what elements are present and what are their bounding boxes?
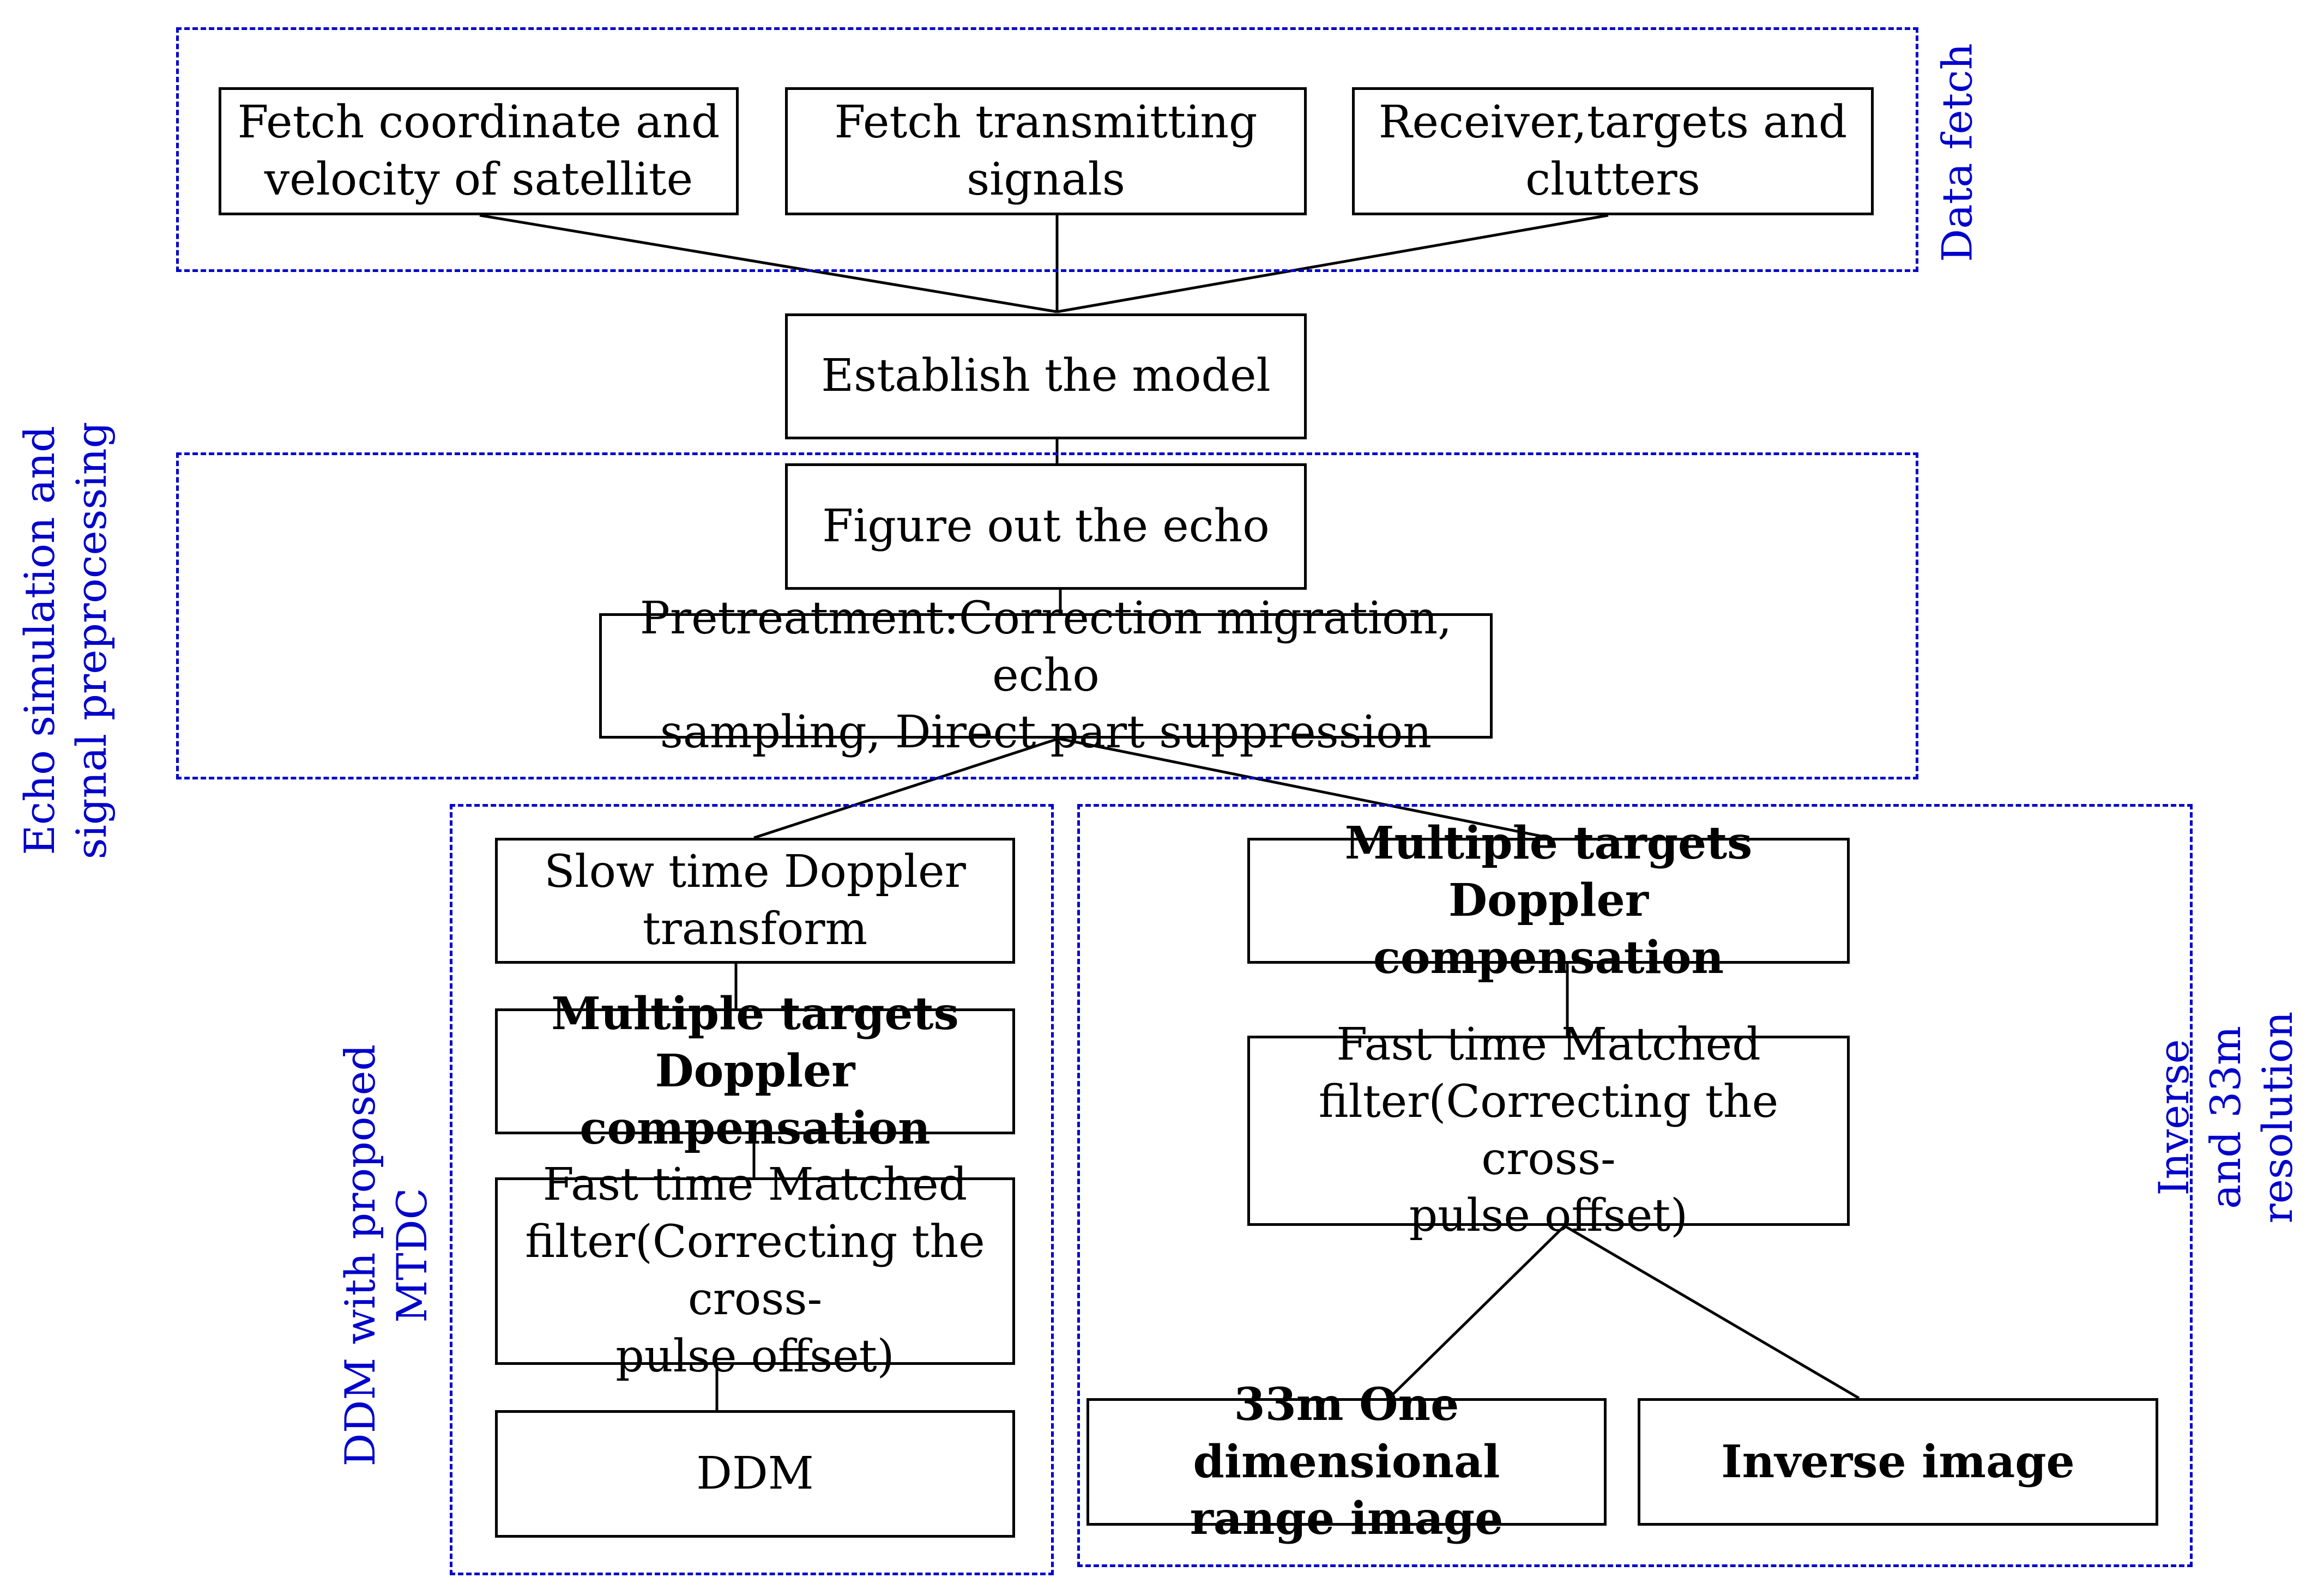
mtdc-right-box: Multiple targets Doppler compensation <box>1247 817 1850 984</box>
inverse-group-label: Inverse and 33m resolution methods <box>2150 1011 2306 1224</box>
data-fetch-label: Data fetch <box>1933 43 1982 262</box>
inverse-image-box: Inverse image <box>1638 1398 2158 1526</box>
fetch-signals-box: Fetch transmitting signals <box>785 87 1307 215</box>
group-ddm <box>450 804 1054 1575</box>
slow-time-doppler-box: Slow time Doppler transform <box>495 838 1015 964</box>
fetch-coordinate-box: Fetch coordinate and velocity of satelli… <box>219 87 739 215</box>
group-data-fetch <box>176 27 1918 272</box>
connector-receiver-to-model <box>1057 214 1609 313</box>
connector-coord-to-model <box>479 214 1058 313</box>
range-image-box: 33m One dimensional range image <box>1086 1379 1607 1545</box>
ddm-group-label: DDM with proposed MTDC <box>336 1044 436 1467</box>
connector-matched-to-range <box>1388 1225 1566 1399</box>
mtdc-left-box: Multiple targets Doppler compensation <box>495 988 1015 1154</box>
figure-echo-box: Figure out the echo <box>785 463 1307 590</box>
group-echo-simulation <box>176 452 1918 779</box>
connector-pretreat-to-mtdc-right <box>1058 737 1550 839</box>
pretreatment-box: Pretreatment:Correction migration, echo … <box>599 593 1493 758</box>
matched-filter-right-box: Fast time Matched filter(Correcting the … <box>1247 1019 1850 1242</box>
establish-model-box: Establish the model <box>785 313 1307 439</box>
echo-simulation-label: Echo simulation and signal preprocessing <box>15 421 116 860</box>
connector-matched-to-inverse <box>1564 1224 1860 1400</box>
receiver-targets-box: Receiver,targets and clutters <box>1352 87 1874 215</box>
group-inverse <box>1077 804 2193 1567</box>
ddm-box: DDM <box>495 1410 1015 1538</box>
connector-pretreat-to-slow <box>753 737 1059 839</box>
matched-filter-left-box: Fast time Matched filter(Correcting the … <box>495 1159 1015 1382</box>
